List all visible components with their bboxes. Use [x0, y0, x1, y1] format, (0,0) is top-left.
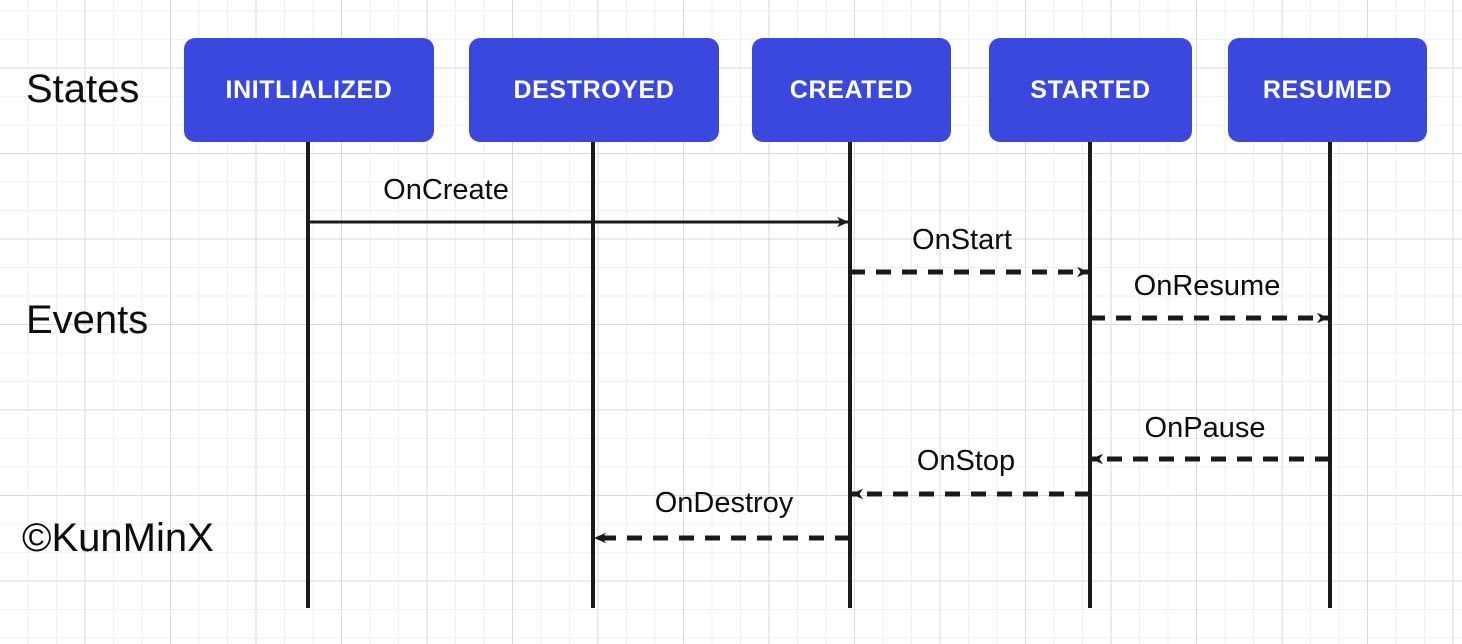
- event-label-onstop: OnStop: [916, 445, 1016, 477]
- state-box-label: CREATED: [789, 75, 914, 104]
- event-label-onresume: OnResume: [1133, 270, 1281, 302]
- state-box-label: DESTROYED: [513, 75, 675, 104]
- state-box-initlialized[interactable]: INITLIALIZED: [184, 38, 434, 142]
- event-label-ondestroy: OnDestroy: [654, 487, 794, 519]
- event-label-onstart: OnStart: [912, 224, 1012, 256]
- state-box-created[interactable]: CREATED: [752, 38, 951, 142]
- state-box-label: STARTED: [1030, 75, 1151, 104]
- event-arrows-group: [308, 216, 1330, 544]
- row-label-states: States: [26, 67, 140, 111]
- state-box-started[interactable]: STARTED: [989, 38, 1192, 142]
- event-label-onpause: OnPause: [1144, 412, 1266, 444]
- state-box-resumed[interactable]: RESUMED: [1228, 38, 1427, 142]
- state-box-label: RESUMED: [1262, 75, 1393, 104]
- state-box-destroyed[interactable]: DESTROYED: [469, 38, 719, 142]
- credit-watermark: ©KunMinX: [22, 516, 214, 560]
- event-label-oncreate: OnCreate: [383, 174, 509, 206]
- state-box-label: INITLIALIZED: [225, 75, 393, 104]
- lifelines-group: [306, 142, 1332, 608]
- row-label-events: Events: [26, 298, 149, 342]
